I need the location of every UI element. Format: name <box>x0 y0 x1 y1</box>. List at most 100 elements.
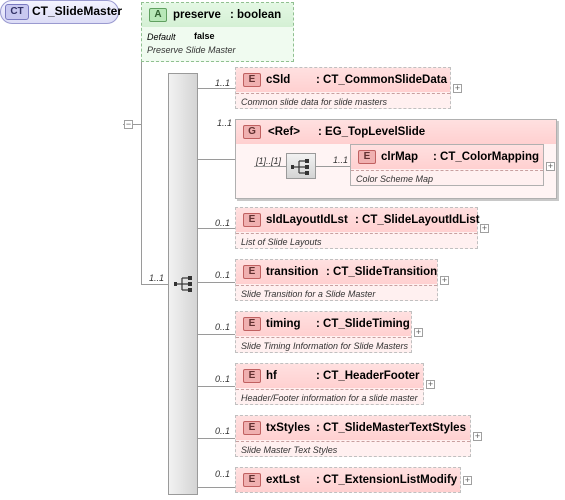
element-header <box>351 145 543 169</box>
element-header <box>236 260 437 284</box>
element-cardinality: 0..1 <box>215 218 231 228</box>
trunk-line <box>141 32 142 285</box>
element-description: List of Slide Layouts <box>241 237 322 247</box>
element-cardinality: 0..1 <box>215 374 231 384</box>
element-name: clrMap <box>381 151 419 163</box>
group-badge: G <box>243 125 261 139</box>
element-badge: E <box>243 317 261 331</box>
element-header <box>236 468 460 492</box>
element-type: : CT_ExtensionListModify <box>316 474 458 486</box>
element-description: Common slide data for slide masters <box>241 97 388 107</box>
divider <box>236 285 437 286</box>
element-description: Color Scheme Map <box>356 174 434 184</box>
divider <box>351 170 543 171</box>
element-cardinality: 0..1 <box>215 469 231 479</box>
branch-line <box>198 334 235 335</box>
expand-button[interactable]: + <box>426 379 435 389</box>
complex-type-name: CT_SlideMaster <box>32 4 123 18</box>
branch-line <box>198 159 235 160</box>
element-name: cSld <box>266 74 291 86</box>
element-badge: E <box>243 73 261 87</box>
expand-button[interactable]: + <box>414 327 423 337</box>
branch-line <box>198 282 235 283</box>
element-cardinality: 0..1 <box>215 270 231 280</box>
element-description: Slide Transition for a Slide Master <box>241 289 376 299</box>
element-type: : CT_SlideTransition <box>326 266 438 278</box>
element-cSld[interactable]: E cSld : CT_CommonSlideData Common slide… <box>235 67 451 109</box>
element-type: : CT_CommonSlideData <box>316 74 447 86</box>
element-type: : CT_SlideLayoutIdList <box>355 214 480 226</box>
element-header <box>236 68 450 92</box>
element-name: hf <box>266 370 277 382</box>
element-header <box>236 208 477 232</box>
inner-connector <box>254 166 286 167</box>
sequence-cardinality: 1..1 <box>149 273 165 283</box>
element-transition[interactable]: E transition : CT_SlideTransition Slide … <box>235 259 438 301</box>
group-type: : EG_TopLevelSlide <box>318 126 426 138</box>
default-value: false <box>194 31 215 41</box>
divider <box>236 441 470 442</box>
complex-type-node[interactable]: CT CT_SlideMaster <box>0 0 123 24</box>
seq-connector <box>141 284 168 285</box>
element-txStyles[interactable]: E txStyles : CT_SlideMasterTextStyles Sl… <box>235 415 471 457</box>
group-header <box>236 120 556 144</box>
attribute-name: preserve <box>173 9 221 21</box>
expand-button[interactable]: + <box>453 83 462 93</box>
expand-button[interactable]: + <box>546 161 555 171</box>
element-description: Header/Footer information for a slide ma… <box>241 393 418 403</box>
element-name: transition <box>266 266 319 278</box>
expand-button[interactable]: + <box>463 475 472 485</box>
element-timing[interactable]: E timing : CT_SlideTiming Slide Timing I… <box>235 311 412 353</box>
element-type: : CT_ColorMapping <box>433 151 540 163</box>
branch-line <box>198 228 235 229</box>
element-cardinality: 0..1 <box>215 426 231 436</box>
element-badge: E <box>243 421 261 435</box>
divider <box>236 389 423 390</box>
element-header <box>236 416 470 440</box>
clrMap-cardinality: 1..1 <box>333 155 349 165</box>
expand-button[interactable]: + <box>473 431 482 441</box>
element-name: timing <box>266 318 301 330</box>
element-badge: E <box>243 265 261 279</box>
inner-sequence-compositor[interactable] <box>286 153 316 179</box>
collapse-button[interactable]: − <box>124 119 133 129</box>
sequence-icon <box>291 159 309 175</box>
element-hf[interactable]: E hf : CT_HeaderFooter Header/Footer inf… <box>235 363 424 405</box>
inner-connector <box>316 166 350 167</box>
ct-badge: CT <box>5 4 29 20</box>
element-badge: E <box>243 213 261 227</box>
element-badge: E <box>358 150 376 164</box>
element-type: : CT_SlideMasterTextStyles <box>316 422 466 434</box>
element-extLst[interactable]: E extLst : CT_ExtensionListModify <box>235 467 461 493</box>
divider <box>236 337 411 338</box>
element-cardinality: 0..1 <box>215 322 231 332</box>
element-name: extLst <box>266 474 300 486</box>
element-type: : CT_SlideTiming <box>316 318 410 330</box>
element-cardinality: 1..1 <box>215 78 231 88</box>
element-type: : CT_HeaderFooter <box>316 370 420 382</box>
attribute-badge: A <box>149 8 167 22</box>
element-badge: E <box>243 369 261 383</box>
element-header <box>236 364 423 388</box>
attribute-box[interactable]: A preserve : boolean Default false Prese… <box>141 2 294 62</box>
element-description: Slide Master Text Styles <box>241 445 338 455</box>
default-label: Default <box>147 32 176 42</box>
element-sldLayoutIdLst[interactable]: E sldLayoutIdLst : CT_SlideLayoutIdList … <box>235 207 480 249</box>
element-name: sldLayoutIdLst <box>266 214 348 226</box>
sequence-icon <box>174 276 192 292</box>
element-header <box>236 312 411 336</box>
group-name: <Ref> <box>268 126 300 138</box>
branch-line <box>198 386 235 387</box>
attribute-header <box>142 3 293 27</box>
element-description: Slide Timing Information for Slide Maste… <box>241 341 408 351</box>
element-name: txStyles <box>266 422 311 434</box>
element-clrMap[interactable]: E clrMap : CT_ColorMapping Color Scheme … <box>350 144 544 186</box>
branch-line <box>198 487 235 488</box>
divider <box>236 233 477 234</box>
element-badge: E <box>243 473 261 487</box>
expand-button[interactable]: + <box>480 223 489 233</box>
expand-button[interactable]: + <box>440 275 449 285</box>
divider <box>236 93 450 94</box>
attribute-description: Preserve Slide Master <box>147 45 236 55</box>
group-cardinality: 1..1 <box>217 118 233 128</box>
